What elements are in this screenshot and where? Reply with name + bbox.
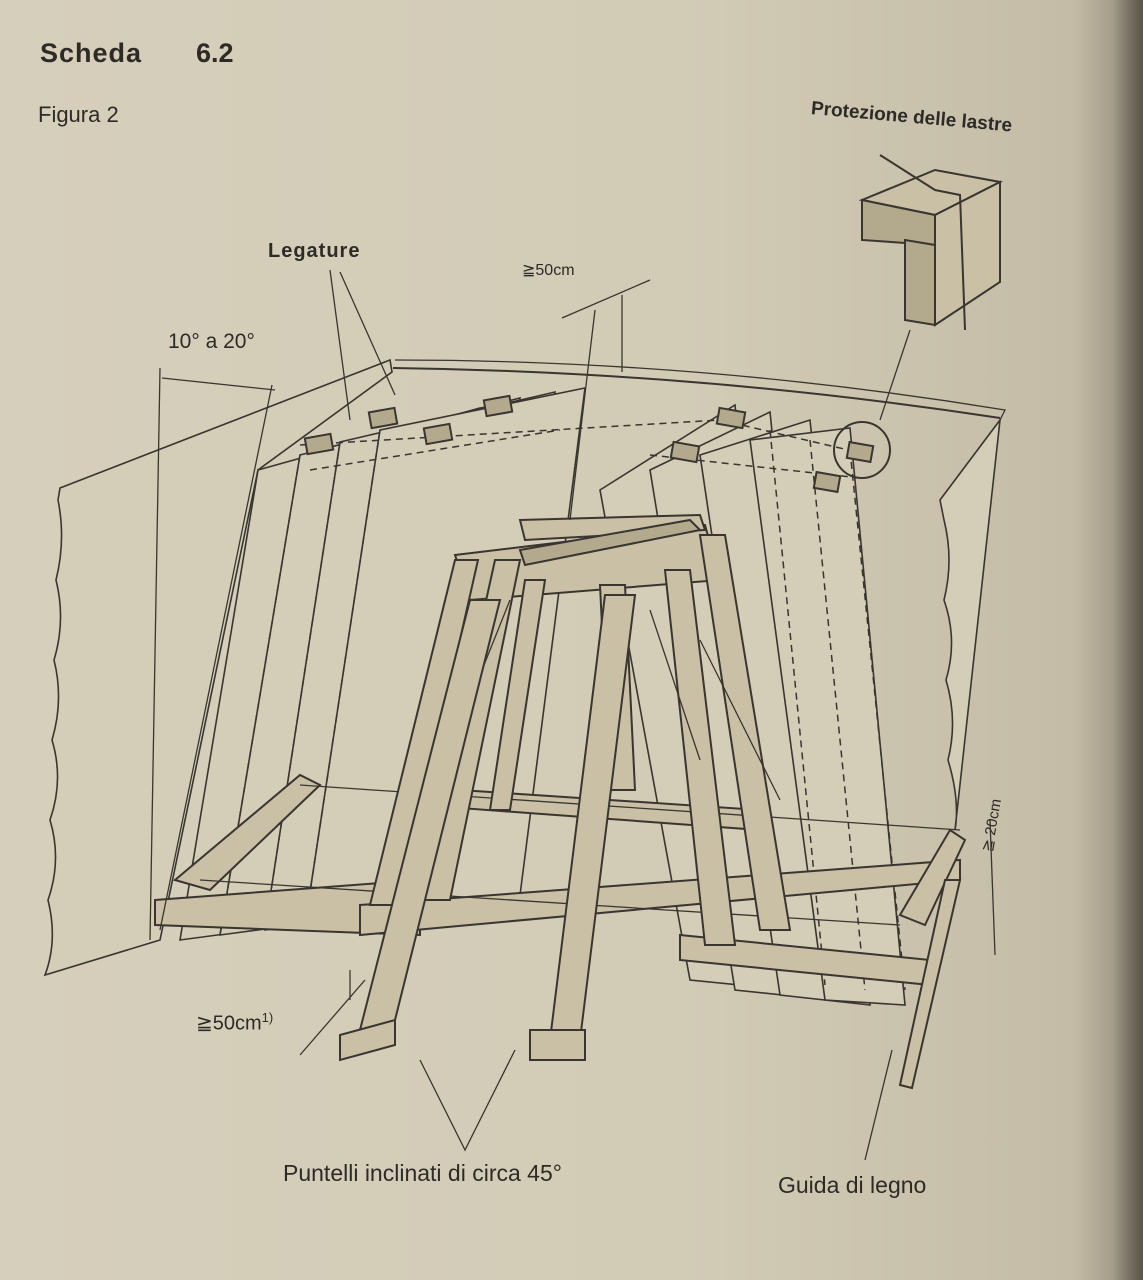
panel-protection-detail	[858, 154, 1004, 331]
label-min-50-left: ≧50cm1)	[196, 1010, 273, 1036]
sheet-title: Scheda	[40, 38, 143, 68]
inclined-props	[339, 594, 637, 1062]
page-edge-shadow	[1113, 0, 1143, 1280]
label-legature: Legature	[268, 240, 361, 262]
label-min-50-top: ≧50cm	[522, 262, 575, 279]
label-angle-range: 10° a 20°	[168, 330, 255, 353]
label-min-50-left-value: ≧50cm	[196, 1012, 262, 1035]
back-wall-top-edge	[394, 359, 1006, 421]
label-guida: Guida di legno	[778, 1172, 927, 1198]
detail-circle	[833, 421, 891, 479]
left-wall	[43, 358, 393, 977]
tie-clamps	[303, 394, 875, 494]
tie-line-front	[309, 429, 861, 479]
label-puntelli: Puntelli inclinati di circa 45°	[283, 1160, 562, 1186]
footnote-marker: 1)	[261, 1010, 274, 1025]
sheet-number: 6.2	[196, 38, 234, 68]
wooden-guide	[898, 879, 962, 1090]
leader-lines	[149, 269, 996, 1161]
figure-label: Figura 2	[38, 102, 119, 127]
back-wall-line	[392, 367, 1001, 419]
right-wall	[939, 417, 1002, 831]
